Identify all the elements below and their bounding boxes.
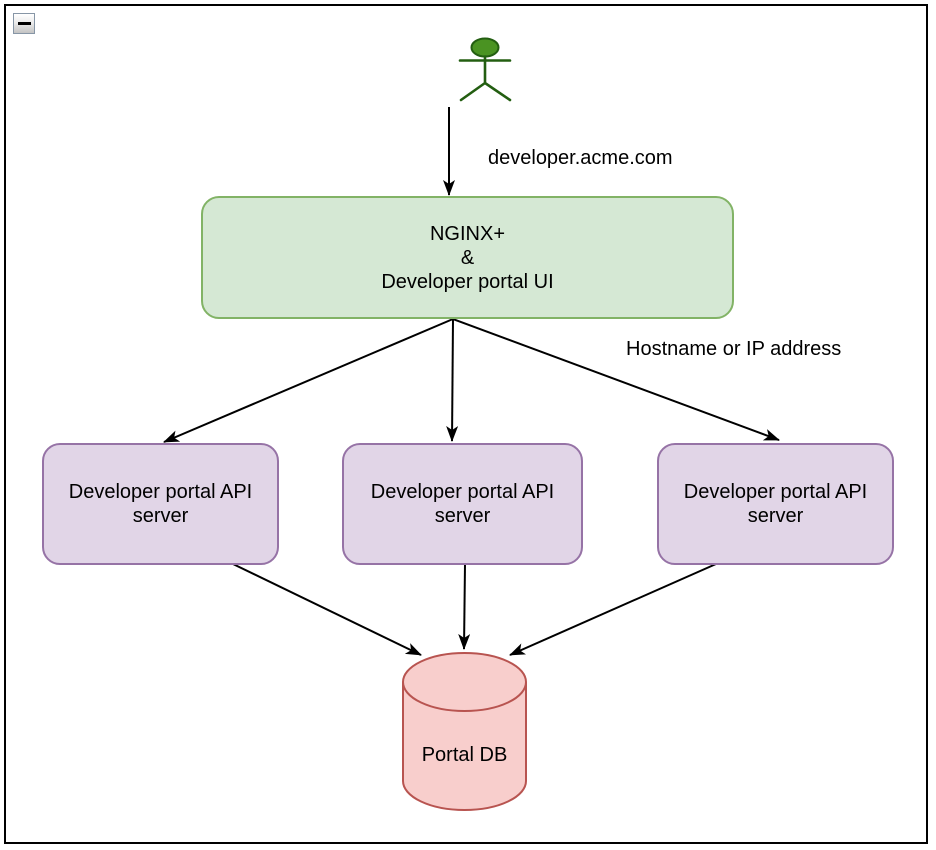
edge-label-domain[interactable]: developer.acme.com [488,147,673,169]
minus-icon [17,22,31,25]
edge-gateway-to-api-1[interactable] [163,318,454,443]
api-server-node-2[interactable] [342,443,583,565]
api-server-label-2[interactable]: Developer portal API server [370,481,555,527]
db-label[interactable]: Portal DB [421,744,508,766]
edge-gateway-to-api-2[interactable] [446,318,459,442]
edge-api-3-to-db[interactable] [509,563,717,656]
user-actor[interactable] [458,37,512,102]
api-server-node-3[interactable] [657,443,894,565]
edge-api-1-to-db[interactable] [232,563,422,656]
collapse-button[interactable] [13,13,35,34]
database-body [402,682,527,811]
edge-label-hostname[interactable]: Hostname or IP address [626,338,842,360]
api-server-label-3[interactable]: Developer portal API server [683,481,868,527]
database-top [402,652,527,712]
gateway-node[interactable] [201,196,734,319]
gateway-label[interactable]: NGINX+ & Developer portal UI [381,222,554,293]
edge-api-2-to-db[interactable] [458,563,471,650]
actor-body [458,55,512,102]
edge-gateway-to-api-3[interactable] [452,318,780,441]
actor-head [470,37,500,58]
api-server-label-1[interactable]: Developer portal API server [68,481,253,527]
database-node[interactable] [402,652,527,811]
api-server-node-1[interactable] [42,443,279,565]
